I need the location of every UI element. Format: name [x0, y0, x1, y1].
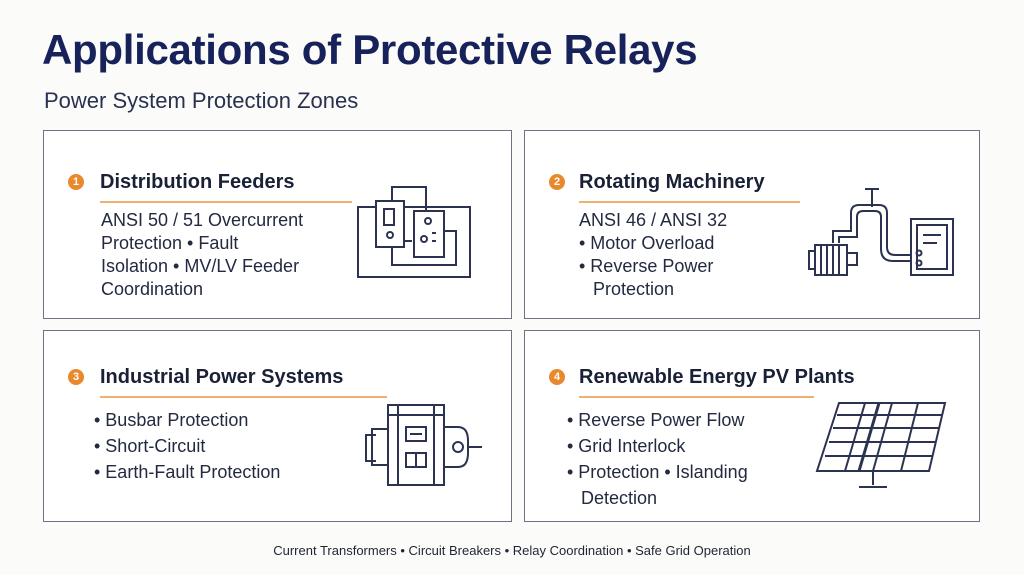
card-line: • Reverse Power — [579, 256, 714, 276]
card-number-badge: 3 — [68, 369, 84, 385]
card-line: ANSI 50 / 51 Overcurrent — [101, 210, 304, 230]
card-body: ANSI 50 / 51 Overcurrent Protection • Fa… — [101, 209, 303, 301]
title-underline — [100, 396, 387, 398]
card-line: Protection — [593, 279, 675, 299]
card-body: • Reverse Power Flow • Grid Interlock • … — [567, 407, 748, 511]
card-number-badge: 4 — [549, 369, 565, 385]
card-distribution-feeders: 1 Distribution Feeders ANSI 50 / 51 Over… — [43, 130, 512, 319]
card-line: • Reverse Power Flow — [567, 410, 745, 430]
busbar-breaker-icon — [365, 404, 482, 486]
card-number-badge: 1 — [68, 174, 84, 190]
card-title: Industrial Power Systems — [100, 366, 344, 388]
card-industrial-power-systems: 3 Industrial Power Systems • Busbar Prot… — [43, 330, 512, 522]
title-underline — [100, 201, 352, 203]
card-number-badge: 2 — [549, 174, 565, 190]
card-line: Isolation • MV/LV Feeder — [101, 256, 300, 276]
motor-relay-icon — [808, 188, 954, 276]
solar-panel-icon — [815, 402, 947, 488]
title-underline — [579, 201, 800, 203]
card-body: • Busbar Protection • Short-Circuit • Ea… — [94, 407, 280, 485]
card-line: • Short-Circuit — [94, 436, 206, 456]
card-line: • Motor Overload — [579, 233, 715, 253]
card-title: Rotating Machinery — [579, 171, 765, 193]
footer-text: Current Transformers • Circuit Breakers … — [273, 543, 751, 558]
card-renewable-energy-pv: 4 Renewable Energy PV Plants • Reverse P… — [524, 330, 980, 522]
card-rotating-machinery: 2 Rotating Machinery ANSI 46 / ANSI 32 •… — [524, 130, 980, 319]
page-title: Applications of Protective Relays — [42, 26, 698, 73]
card-line: • Earth-Fault Protection — [94, 462, 281, 482]
relay-panel-icon — [357, 186, 471, 278]
page-subtitle: Power System Protection Zones — [44, 88, 359, 113]
card-line: • Grid Interlock — [567, 436, 686, 456]
title-underline — [579, 396, 814, 398]
card-line: • Busbar Protection — [94, 410, 249, 430]
card-line: ANSI 46 / ANSI 32 — [579, 210, 728, 230]
card-line: • Protection • Islanding — [567, 462, 748, 482]
card-line: Coordination — [101, 279, 204, 299]
card-line: Detection — [581, 488, 658, 508]
card-title: Renewable Energy PV Plants — [579, 366, 855, 388]
card-body: ANSI 46 / ANSI 32 • Motor Overload • Rev… — [579, 209, 727, 301]
card-line: Protection • Fault — [101, 233, 239, 253]
card-title: Distribution Feeders — [100, 171, 295, 193]
